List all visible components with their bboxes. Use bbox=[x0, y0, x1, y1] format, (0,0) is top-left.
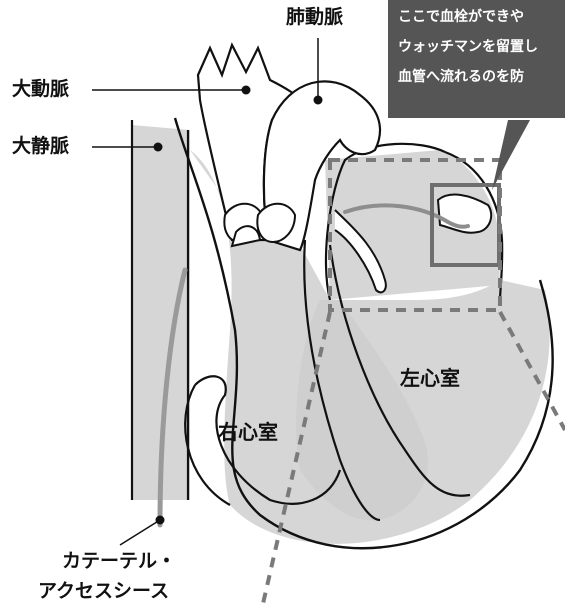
leader-catheter bbox=[120, 520, 160, 545]
callout-line-3: 血管へ流れるのを防 bbox=[398, 70, 524, 84]
label-right-ventricle: 右心室 bbox=[218, 422, 278, 442]
label-left-ventricle: 左心室 bbox=[400, 368, 460, 388]
label-aorta: 大動脈 bbox=[12, 80, 69, 99]
label-catheter-line-2: アクセスシース bbox=[38, 582, 169, 601]
callout-line-1: ここで血栓ができや bbox=[398, 10, 524, 24]
label-pulmonary-artery: 肺動脈 bbox=[286, 8, 343, 27]
callout-pointer bbox=[492, 120, 530, 190]
callout-line-2: ウォッチマンを留置し bbox=[398, 40, 538, 54]
label-vena-cava: 大静脈 bbox=[12, 137, 69, 156]
label-catheter-line-1: カテーテル・ bbox=[62, 552, 176, 571]
